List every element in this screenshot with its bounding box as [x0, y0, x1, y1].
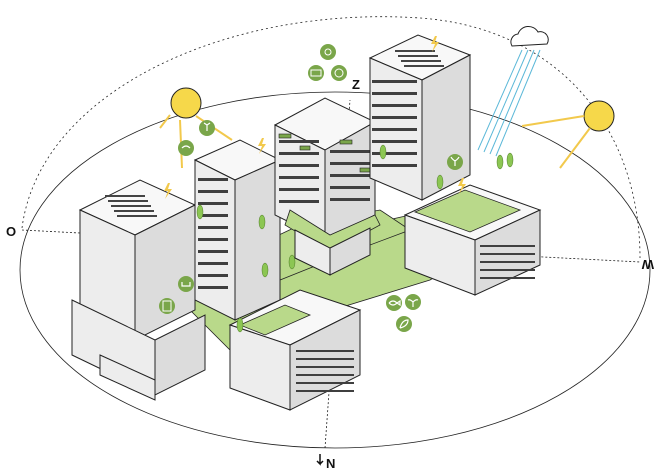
- building-front-block: [228, 289, 362, 411]
- lightning-icon: [164, 36, 466, 199]
- building-central-green-tower: [273, 97, 381, 276]
- sun-path-arc: [21, 16, 641, 259]
- north-arrow-icon: [316, 454, 324, 466]
- sun-icon-east: [170, 87, 202, 119]
- compass-north: N: [326, 456, 335, 471]
- sun-icon-west: [583, 100, 615, 132]
- sprout-icon: [405, 294, 421, 310]
- wind-turbine-icon: [199, 120, 215, 136]
- bird-icon: [178, 140, 194, 156]
- recycle-icon: [331, 65, 347, 81]
- building-east-block: [403, 184, 542, 296]
- compass-south: Z: [352, 77, 360, 92]
- trees: [196, 144, 514, 333]
- solar-panel-icon: [308, 65, 324, 81]
- door-icon: [159, 298, 175, 314]
- compass-west: W: [641, 257, 654, 272]
- building-middle-left-tower: [193, 139, 282, 321]
- building-rear-tower: [368, 34, 472, 201]
- compass-east: O: [6, 224, 16, 239]
- energy-icon: [320, 44, 336, 60]
- rain-streaks: [477, 49, 541, 157]
- fish-icon: [386, 295, 402, 311]
- building-west-tower: [71, 179, 206, 401]
- site-ellipse: [19, 91, 651, 449]
- rain-cloud-icon: [510, 26, 549, 47]
- leaf-icon: [396, 316, 412, 332]
- water-storage-icon: [178, 276, 194, 292]
- plant-icon: [447, 154, 463, 170]
- sun-rays-west: [521, 115, 591, 169]
